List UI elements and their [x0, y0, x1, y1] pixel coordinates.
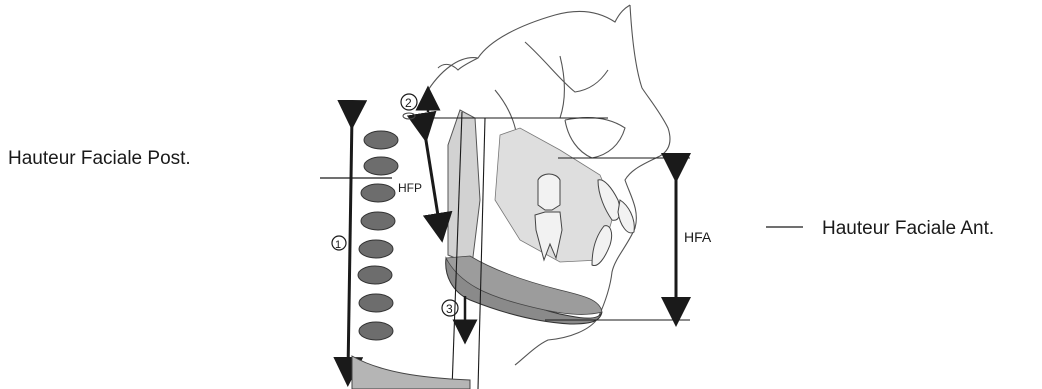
vertebra-8 [359, 322, 393, 340]
hfp-arrow [424, 128, 440, 228]
vertebra-7 [359, 294, 393, 312]
vertebra-1 [364, 131, 398, 149]
circle-label-2: 2 [405, 96, 412, 110]
ramus-shade [448, 110, 480, 265]
hfp-marker: HFP [398, 181, 422, 195]
circle-label-1: 1 [335, 239, 341, 251]
cervical-vertebrae-icon [358, 131, 398, 340]
vertebra-6 [358, 266, 392, 284]
cervical-arrow-1 [348, 115, 352, 372]
vertebra-3 [361, 184, 395, 202]
hfa-marker: HFA [684, 229, 712, 245]
vertebra-5 [359, 240, 393, 258]
vertebra-2 [364, 157, 398, 175]
vertebra-4 [361, 212, 395, 230]
orbit-marks [403, 113, 415, 119]
circle-label-3: 3 [446, 302, 453, 316]
